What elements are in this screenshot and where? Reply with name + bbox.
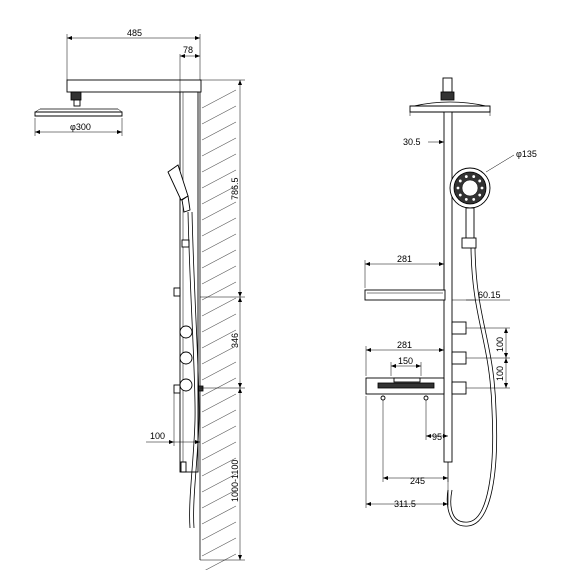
wall-hatch-line (205, 553, 237, 570)
dim-head-offset: 30.5 (403, 137, 444, 147)
wall-hatch-line (201, 377, 237, 397)
wall-hatch-line (201, 393, 237, 413)
upper-shelf: 281 (364, 254, 446, 301)
dim-pipe-offset: 95 (425, 400, 448, 442)
wall-hatch-line (201, 345, 237, 365)
wall-hatch-line (201, 361, 237, 381)
nozzle (458, 179, 462, 183)
dim-label-hand-diameter: φ135 (516, 149, 537, 159)
dim-label-100-spout: 100 (150, 431, 165, 441)
dim-label-60: 60.15 (478, 290, 501, 300)
dim-label-100-top: 100 (495, 337, 505, 352)
dim-total-width: 311.5 (365, 396, 449, 509)
side-view: 485 78 φ300 786.5 (34, 28, 245, 570)
wall (199, 80, 237, 570)
front-pipe (443, 111, 453, 505)
dim-label-150: 150 (398, 356, 413, 366)
side-outlets: 60.15 100 100 (451, 290, 510, 395)
panel-column (173, 91, 204, 473)
dim-valve-spacing: 346 (200, 297, 245, 389)
nozzle (478, 193, 482, 197)
rain-head-side (34, 91, 123, 117)
wall-hatch-line (201, 185, 237, 205)
dim-label-311: 311.5 (394, 499, 416, 509)
wall-hatch-line (201, 105, 237, 125)
nozzle (464, 198, 468, 201)
wall-hatch-line (201, 153, 237, 173)
dim-label-485: 485 (127, 28, 142, 38)
wall-hatch-line (201, 313, 237, 333)
dim-label-head-diameter: φ300 (70, 122, 91, 132)
rain-head-front (409, 77, 491, 116)
shower-arm (66, 79, 202, 100)
dim-label-786: 786.5 (230, 177, 240, 200)
dim-label-281-upper: 281 (397, 254, 412, 264)
dim-install-height: 1000-1100 (200, 388, 245, 561)
wall-hatch-line (201, 281, 237, 301)
wall-hatch-line (201, 441, 237, 461)
wall-hatch-line (201, 473, 237, 493)
nozzle (464, 175, 468, 178)
dim-label-245: 245 (410, 476, 425, 486)
wall-hatch-line (201, 217, 237, 237)
wall-hatch-line (201, 169, 237, 189)
dim-label-346: 346 (230, 333, 240, 348)
wall-hatch-line (201, 489, 237, 509)
wall-hatch-line (201, 121, 237, 141)
dim-bracket-width: 245 (382, 400, 449, 486)
nozzle (456, 186, 460, 190)
dim-label-install-height: 1000-1100 (230, 460, 240, 502)
wall-hatch-line (201, 201, 237, 221)
dim-label-95: 95 (432, 432, 442, 442)
nozzle (472, 198, 476, 201)
wall-hatch-line (201, 521, 237, 541)
wall-hatch-line (201, 505, 237, 525)
hand-shower-side (167, 164, 200, 529)
nozzle (478, 179, 482, 183)
nozzle (472, 175, 476, 178)
wall-hatch-line (201, 425, 237, 445)
dim-head-diameter: φ300 (34, 118, 123, 136)
dim-label-78: 78 (183, 45, 193, 55)
wall-hatch-line (201, 265, 237, 285)
wall-hatch-line (201, 137, 237, 157)
hand-shower-front: φ135 (449, 149, 537, 249)
wall-hatch-line (201, 457, 237, 477)
wall-hatch-line (201, 409, 237, 429)
hose-front (446, 247, 498, 527)
wall-hatch-line (201, 329, 237, 349)
lower-shelf: 281 150 (365, 340, 445, 401)
wall-hatch-line (201, 297, 237, 317)
dim-label-30: 30.5 (403, 137, 421, 147)
wall-hatch-line (201, 89, 237, 109)
dim-label-281-lower: 281 (397, 340, 412, 350)
wall-hatch-line (201, 249, 237, 269)
dim-arm-length: 485 (66, 28, 201, 80)
dim-label-100-bottom: 100 (495, 366, 505, 381)
nozzle (458, 193, 462, 197)
dim-spout-projection: 100 (146, 393, 200, 446)
dim-upper-height: 786.5 (200, 79, 245, 298)
wall-hatch-line (201, 537, 237, 557)
front-view: 30.5 φ135 281 (364, 77, 537, 527)
nozzle (480, 186, 484, 190)
dim-arm-offset: 78 (179, 45, 200, 80)
wall-hatch-line (201, 233, 237, 253)
